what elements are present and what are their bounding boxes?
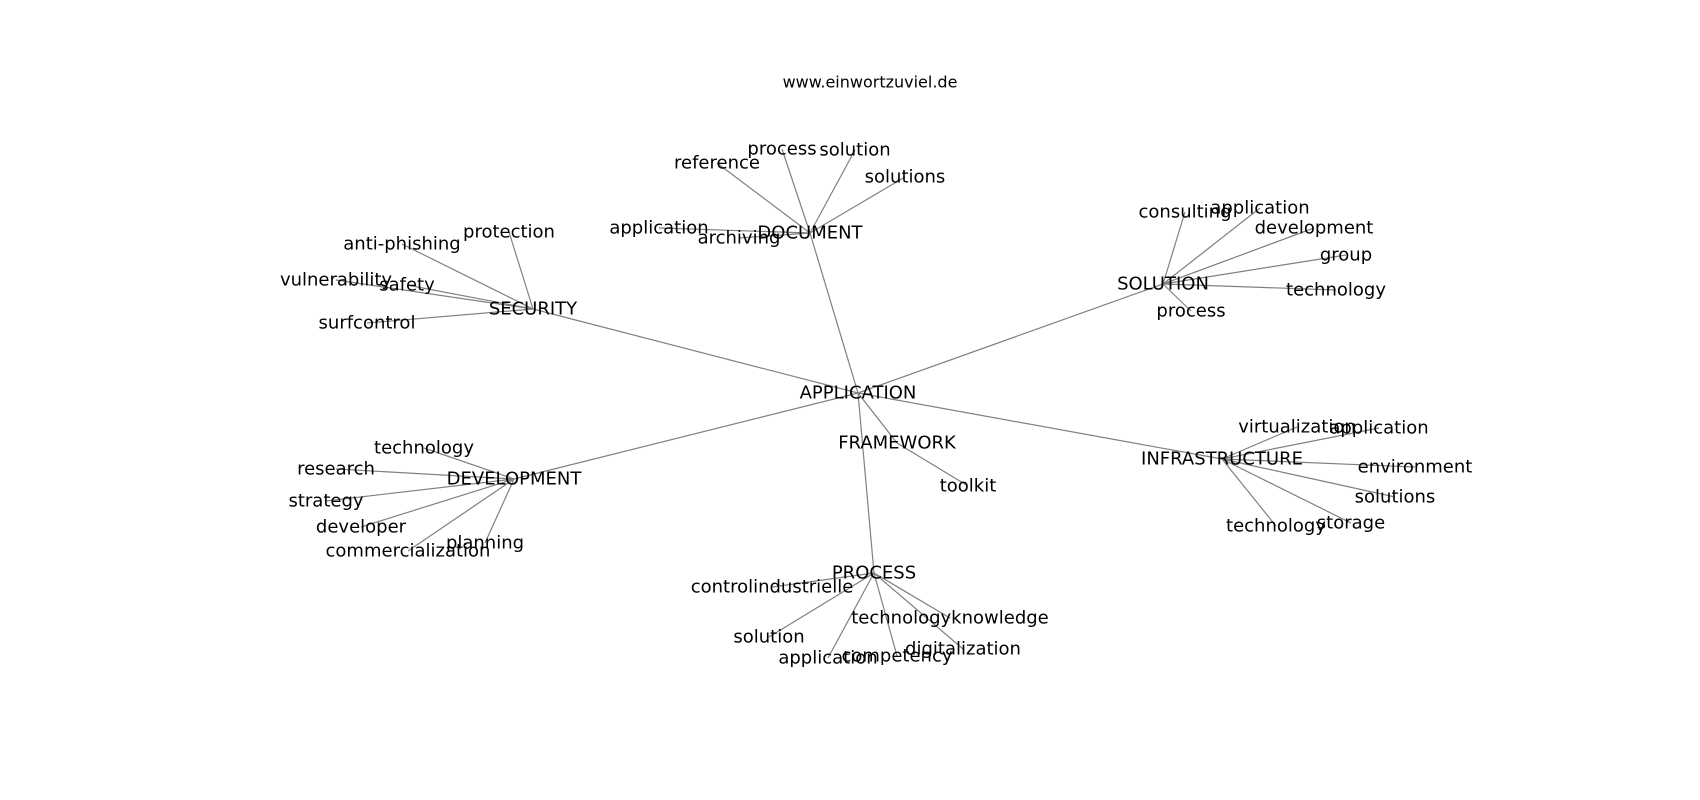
edge-n_dev-de_technology: [423, 447, 515, 480]
leaf-node-de-strategy: strategy: [288, 491, 363, 512]
edge-n_sec-s_protection: [508, 231, 534, 310]
leaf-node-d-solution: solution: [819, 140, 890, 161]
edge-n_proc-p_controlindustrielle: [771, 572, 875, 588]
leaf-node-so-consulting: consulting: [1139, 202, 1232, 223]
leaf-node-p-digitalization: digitalization: [905, 639, 1021, 660]
hub-node-n-proc: PROCESS: [832, 563, 916, 584]
leaf-node-d-reference: reference: [674, 153, 760, 174]
edge-n_app-n_proc: [857, 392, 875, 574]
leaf-node-f-toolkit: toolkit: [940, 476, 997, 497]
edge-n_sol-so_consulting: [1162, 211, 1186, 285]
leaf-node-de-developer: developer: [316, 517, 407, 538]
edge-n_sol-so_technology: [1162, 283, 1337, 291]
edge-n_inf-i_environment: [1221, 458, 1416, 468]
hub-node-n-inf: INFRASTRUCTURE: [1141, 449, 1303, 470]
edge-n_doc-d_solutions: [809, 176, 906, 234]
edge-n_app-n_sec: [532, 308, 859, 394]
edge-n_dev-de_research: [335, 468, 515, 480]
edge-n_app-n_inf: [857, 392, 1223, 460]
leaf-node-so-technology: technology: [1286, 280, 1386, 301]
edge-n_inf-i_application: [1221, 427, 1380, 460]
edge-n_sec-s_surfcontrol: [366, 308, 534, 324]
edge-n_doc-d_process: [781, 148, 811, 234]
leaf-node-i-application: application: [1329, 418, 1428, 439]
leaf-node-i-virtualization: virtualization: [1238, 417, 1356, 438]
edge-n_app-n_doc: [809, 232, 859, 394]
leaf-node-s-surfcontrol: surfcontrol: [319, 313, 416, 334]
edge-n_proc-p_digitalization: [873, 572, 964, 650]
leaf-node-d-application: application: [609, 218, 708, 239]
hub-node-n-doc: DOCUMENT: [757, 223, 863, 244]
node-layer: APPLICATION DOCUMENT SECURITY SOLUTION DEVEL…: [280, 139, 1472, 669]
leaf-node-s-vulnerability: vulnerability: [280, 270, 392, 291]
edge-n_inf-i_virtualization: [1221, 426, 1298, 460]
hub-node-n-sec: SECURITY: [489, 299, 578, 320]
leaf-node-de-planning: planning: [446, 533, 524, 554]
leaf-node-s-antiphishing: anti-phishing: [343, 234, 460, 255]
edge-n_proc-p_solution: [768, 572, 875, 638]
leaf-node-so-development: development: [1255, 218, 1374, 239]
edge-n_dev-de_planning: [484, 478, 515, 544]
edge-n_sol-so_process: [1162, 283, 1192, 312]
edge-n_sec-s_safety: [406, 284, 534, 310]
leaf-node-de-technology: technology: [374, 438, 474, 459]
edge-n_proc-p_technologyknowledge: [873, 572, 951, 619]
leaf-node-so-group: group: [1320, 245, 1372, 266]
leaf-node-d-archiving: archiving: [698, 228, 781, 249]
leaf-node-p-application: application: [778, 648, 877, 669]
hub-node-n-app: APPLICATION: [800, 383, 917, 404]
edge-n_sol-so_group: [1162, 254, 1347, 285]
leaf-node-d-process: process: [747, 139, 816, 160]
hub-node-n-fw: FRAMEWORK: [838, 433, 957, 454]
edge-n_inf-i_solutions: [1221, 458, 1396, 498]
site-title: www.einwortzuviel.de: [783, 73, 958, 92]
leaf-node-p-controlindustrielle: controlindustrielle: [691, 577, 854, 598]
leaf-node-s-safety: safety: [379, 275, 435, 296]
edge-n_doc-d_archiving: [738, 232, 811, 239]
edge-n_proc-p_application: [827, 572, 875, 659]
edge-n_proc-p_competency: [873, 572, 898, 657]
leaf-node-i-storage: storage: [1317, 513, 1385, 534]
hub-node-n-dev: DEVELOPMENT: [447, 469, 583, 490]
edge-n_sec-s_antiphishing: [401, 243, 534, 310]
edge-n_app-n_dev: [513, 392, 859, 480]
leaf-node-p-solution: solution: [733, 627, 804, 648]
edge-n_doc-d_application: [658, 227, 811, 234]
leaf-node-p-competency: competency: [841, 646, 952, 667]
edge-n_inf-i_technology: [1221, 458, 1277, 527]
leaf-node-so-process: process: [1156, 301, 1225, 322]
leaf-node-i-solutions: solutions: [1355, 487, 1436, 508]
edge-n_dev-de_developer: [360, 478, 515, 528]
edge-n_inf-i_storage: [1221, 458, 1352, 524]
leaf-node-s-protection: protection: [463, 222, 555, 243]
leaf-node-de-commercialization: commercialization: [326, 541, 491, 562]
leaf-node-i-technology: technology: [1226, 516, 1326, 537]
leaf-node-so-application: application: [1210, 198, 1309, 219]
edge-n_fw-f_toolkit: [896, 442, 969, 487]
edge-n_sol-so_development: [1162, 227, 1315, 285]
edge-n_dev-de_commercialization: [407, 478, 515, 552]
leaf-node-de-research: research: [297, 459, 375, 480]
edge-n_app-n_sol: [857, 283, 1164, 394]
edge-n_doc-d_solution: [809, 149, 856, 234]
edge-n_sol-so_application: [1162, 207, 1261, 285]
edge-layer: [325, 148, 1416, 659]
hub-node-n-sol: SOLUTION: [1117, 274, 1209, 295]
leaf-node-i-environment: environment: [1358, 457, 1473, 478]
edge-n_sec-s_vulnerability: [335, 279, 534, 310]
leaf-node-p-technologyknowledge: technologyknowledge: [851, 608, 1049, 629]
edge-n_dev-de_strategy: [325, 478, 515, 502]
edge-n_app-n_fw: [857, 392, 898, 444]
edge-n_doc-d_reference: [716, 162, 811, 234]
leaf-node-d-solutions: solutions: [865, 167, 946, 188]
